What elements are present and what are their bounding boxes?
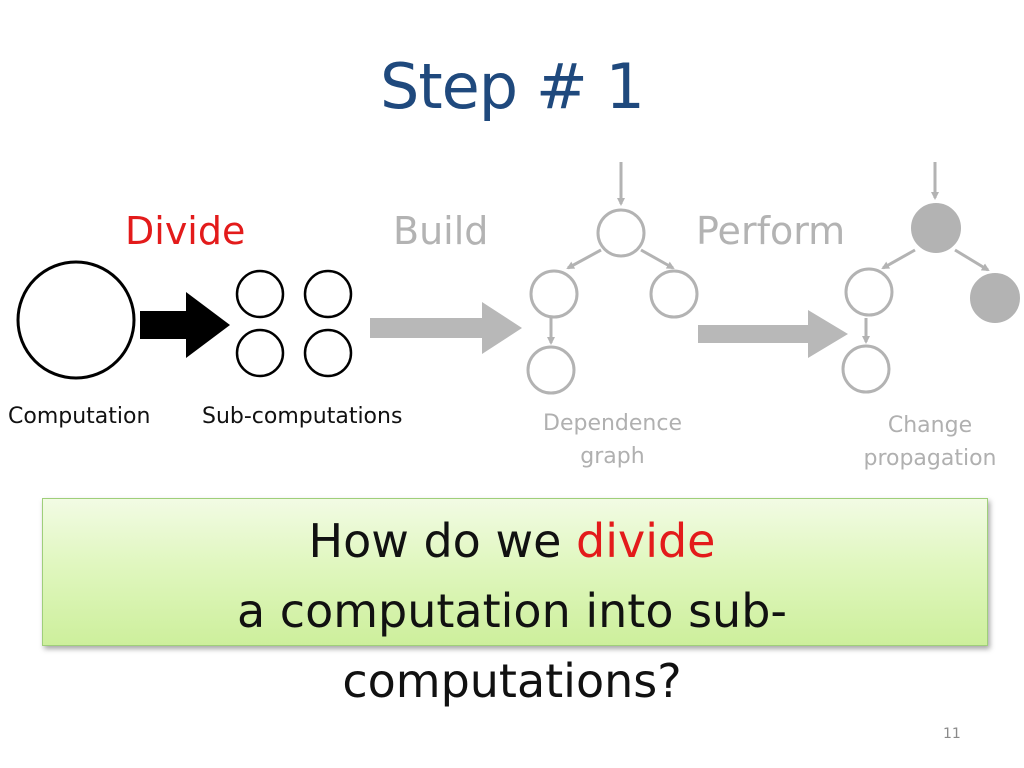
build-arrow [370, 302, 522, 354]
dependence-graph-label-line1: Dependence [543, 411, 682, 436]
divide-arrow [140, 292, 230, 358]
sub-computation-circle [235, 269, 285, 319]
question-text: How do we divide a computation into sub-… [0, 506, 1024, 716]
sub-computation-circle [303, 328, 353, 378]
computation-label: Computation [8, 404, 151, 429]
sub-computation-circle [235, 328, 285, 378]
question-line1: How do we divide [0, 506, 1024, 576]
changed-graph-node [970, 273, 1020, 323]
slide-number: 11 [943, 726, 961, 742]
dependence-graph-label-line2: graph [580, 444, 645, 469]
change-propagation-label-line2: propagation [863, 446, 997, 471]
question-line3: computations? [342, 654, 682, 708]
sub-computation-circle [303, 269, 353, 319]
dependence-graph-label: Dependence graph [530, 407, 695, 473]
graph-node [526, 345, 576, 395]
perform-arrow [698, 310, 848, 358]
sub-computations-label: Sub-computations [202, 404, 403, 429]
dependence-graph [547, 162, 675, 345]
graph-node [529, 269, 579, 319]
change-propagation-label-line1: Change [887, 413, 973, 438]
question-box [42, 498, 988, 646]
graph-node [649, 269, 699, 319]
graph-node [596, 208, 646, 258]
slide-title: Step # 1 [380, 50, 645, 123]
graph-node [844, 267, 894, 317]
question-line2: a computation into sub- [236, 584, 788, 638]
change-propagation-label: Change propagation [845, 409, 1015, 475]
stage-divide-label: Divide [125, 209, 246, 253]
computation-circle [16, 260, 136, 380]
graph-node [841, 344, 891, 394]
changed-graph-node [911, 203, 961, 253]
question-highlight: divide [576, 514, 716, 568]
change-propagation-graph [862, 162, 990, 344]
stage-build-label: Build [393, 209, 489, 253]
stage-perform-label: Perform [696, 209, 846, 253]
question-part1: How do we [308, 514, 576, 568]
